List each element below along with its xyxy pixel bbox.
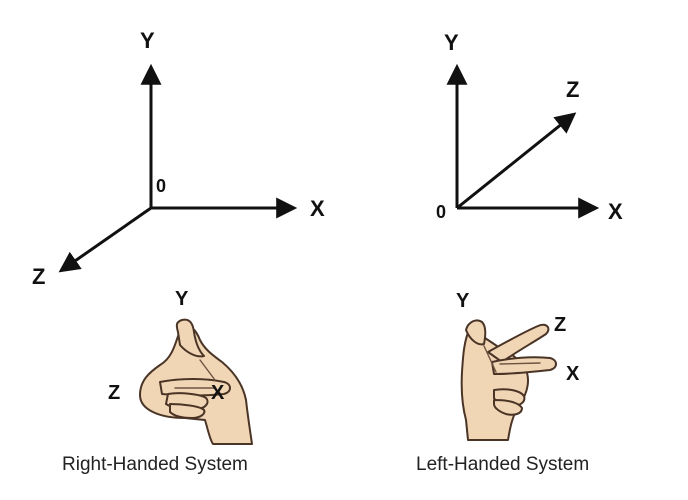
left-x-label: X [608, 199, 623, 224]
left-z-label: Z [566, 77, 579, 102]
right-y-label: Y [140, 28, 155, 53]
right-x-label: X [310, 196, 325, 221]
right-z-axis [58, 206, 152, 273]
right-hand-x-label: X [211, 382, 225, 404]
left-handed-caption: Left-Handed System [416, 454, 590, 475]
right-origin-label: 0 [156, 176, 166, 196]
right-hand-icon: Y Z X [108, 288, 253, 445]
left-hand-x-label: X [566, 363, 580, 385]
left-y-label: Y [444, 30, 459, 55]
left-z-axis [456, 112, 577, 210]
right-hand-z-label: Z [108, 382, 120, 404]
right-handed-caption: Right-Handed System [62, 454, 248, 475]
right-handed-axes: Y X Z 0 [32, 28, 325, 289]
left-hand-y-label: Y [456, 290, 470, 312]
right-z-label: Z [32, 264, 45, 289]
left-origin-label: 0 [436, 202, 446, 222]
left-hand-icon: Y Z X [456, 290, 580, 441]
left-hand-z-label: Z [554, 314, 566, 336]
left-handed-axes: Y X Z 0 [436, 30, 623, 224]
right-hand-y-label: Y [175, 288, 189, 310]
